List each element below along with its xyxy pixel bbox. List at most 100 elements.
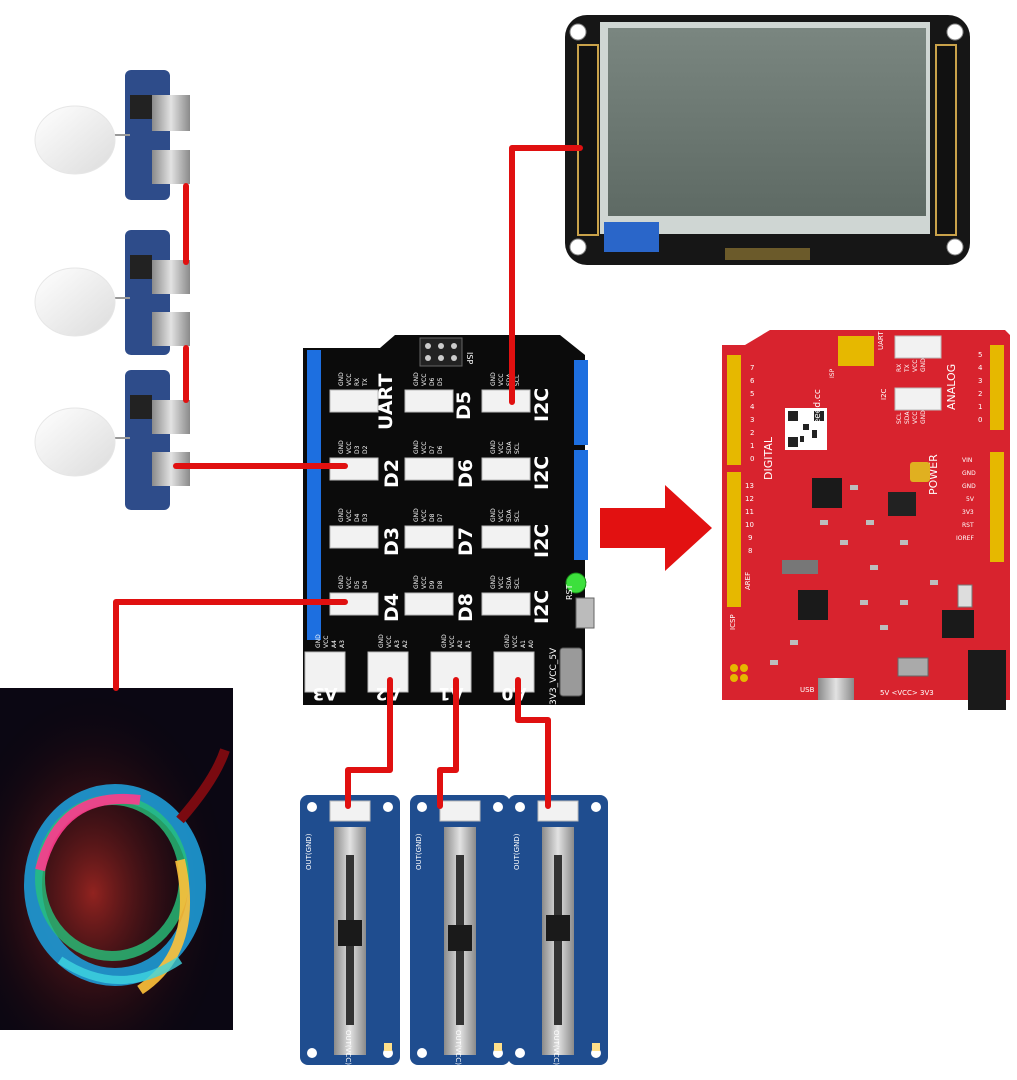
lcd-module xyxy=(565,15,970,265)
shield-header-right-top xyxy=(574,360,588,445)
pwr-label: PWR xyxy=(584,570,593,589)
grove-port-a3[interactable] xyxy=(304,651,346,693)
arduino-header-power xyxy=(990,452,1004,562)
pin-i2c4-1: VCC xyxy=(498,577,505,589)
pin-i2c3-1: VCC xyxy=(498,510,505,522)
vcc-switch-label: 5V <VCC> 3V3 xyxy=(880,689,934,697)
pin-d5-1: VCC xyxy=(421,374,428,386)
pin-a3-3: A3 xyxy=(339,640,346,648)
pin-d2-1: VCC xyxy=(346,442,353,454)
dpin-4: 4 xyxy=(750,403,755,411)
pin-i2c3-2: SDA xyxy=(506,509,513,522)
grove-port-a1[interactable] xyxy=(430,651,472,693)
arduino-uart-label: UART xyxy=(877,331,885,350)
pin-d6-2: D7 xyxy=(429,445,436,454)
pin-i2c2-1: VCC xyxy=(498,442,505,454)
base-shield: ISP UART D5 I2C D2 D6 I2C D3 D7 I2C D4 D… xyxy=(303,335,595,705)
inductor xyxy=(888,492,916,516)
vcc-select-switch[interactable] xyxy=(897,657,929,677)
port-label-i2c-4: I2C xyxy=(531,590,553,624)
crystal xyxy=(782,560,818,574)
arduino-grove-i2c[interactable] xyxy=(894,387,942,411)
ppin-5v: 5V xyxy=(966,496,975,503)
grove-port-i2c-2[interactable] xyxy=(481,457,531,481)
led-chip xyxy=(130,255,152,279)
pin-d5-2: D6 xyxy=(429,377,436,386)
arduino-i2c-pin-0: SCL xyxy=(896,412,903,424)
dc-jack[interactable] xyxy=(968,650,1006,710)
arduino-i2c-label: I2C xyxy=(880,388,888,400)
grove-port-d6[interactable] xyxy=(404,457,454,481)
slider-label-top: OUT(GND) xyxy=(305,833,313,870)
slider-led xyxy=(384,1043,392,1051)
pin-a0-0: GND xyxy=(504,634,511,648)
wire-a0-to-slider3 xyxy=(515,677,551,809)
arduino-uart-pin-2: VCC xyxy=(912,360,919,372)
analog-label: ANALOG xyxy=(945,364,958,410)
reset-button[interactable] xyxy=(957,584,973,608)
pin-d4-1: VCC xyxy=(346,577,353,589)
led-chip xyxy=(130,395,152,419)
pin-a1-1: VCC xyxy=(449,636,456,648)
grove-port-d8[interactable] xyxy=(404,592,454,616)
grove-port-uart[interactable] xyxy=(329,389,379,413)
icsp-label: ICSP xyxy=(729,614,737,630)
regulator xyxy=(942,610,974,638)
grove-port-d5[interactable] xyxy=(404,389,454,413)
pin-d4-0: GND xyxy=(338,575,345,589)
rst-label: RST xyxy=(565,584,574,600)
pin-d2-2: D3 xyxy=(354,445,361,454)
usb-port[interactable] xyxy=(818,678,854,700)
arduino-uart-pin-0: RX xyxy=(896,364,903,372)
led-connector-top xyxy=(152,400,190,434)
arduino-i2c-pin-3: GND xyxy=(920,410,927,424)
pin-a2-2: A3 xyxy=(394,640,401,648)
rst-button[interactable] xyxy=(575,597,595,629)
dpin-7: 7 xyxy=(750,364,754,372)
vcc-toggle-switch[interactable] xyxy=(559,647,583,697)
slider-connector[interactable] xyxy=(537,800,579,822)
led-connector-bottom xyxy=(152,150,190,184)
slider-knob[interactable] xyxy=(448,925,472,951)
arduino-grove-uart[interactable] xyxy=(894,335,942,359)
slider-label-bottom: OUT(VCC) xyxy=(552,1030,560,1065)
port-label-d2: D2 xyxy=(381,459,403,488)
pin-a3-2: A4 xyxy=(331,640,338,648)
grove-port-i2c-4[interactable] xyxy=(481,592,531,616)
mcu-chip xyxy=(812,478,842,508)
grove-port-d7[interactable] xyxy=(404,525,454,549)
pin-a0-2: A1 xyxy=(520,640,527,648)
port-label-uart: UART xyxy=(375,374,397,430)
grove-port-d3[interactable] xyxy=(329,525,379,549)
dpin-1: 1 xyxy=(750,442,754,450)
arduino-uart-pin-1: TX xyxy=(904,364,911,373)
grove-port-i2c-1[interactable] xyxy=(481,389,531,413)
pin-d2-0: GND xyxy=(338,440,345,454)
pin-d8-0: GND xyxy=(413,575,420,589)
seeeduino-board: RX TX VCC GND SCL SDA VCC GND UART I2C S… xyxy=(722,330,1010,710)
pin-uart-1: VCC xyxy=(346,374,353,386)
lcd-backlight-tab xyxy=(604,222,659,252)
slider-knob[interactable] xyxy=(338,920,362,946)
pin-d7-2: D8 xyxy=(429,513,436,522)
pin-a0-3: A0 xyxy=(528,640,535,648)
arduino-header-digital-2 xyxy=(727,472,741,607)
arduino-i2c-pin-2: VCC xyxy=(912,412,919,424)
slider-connector[interactable] xyxy=(439,800,481,822)
pin-d5-3: D5 xyxy=(437,377,444,386)
slider-label-top: OUT(GND) xyxy=(415,833,423,870)
arduino-i2c-pin-1: SDA xyxy=(904,411,911,424)
pin-i2c4-2: SDA xyxy=(506,576,513,589)
rgb-led-module-1 xyxy=(34,70,190,200)
dpin-2: 2 xyxy=(750,429,754,437)
wire-a2-to-slider1 xyxy=(345,677,393,809)
grove-port-i2c-3[interactable] xyxy=(481,525,531,549)
slider-knob[interactable] xyxy=(546,915,570,941)
ppin-gnd-1: GND xyxy=(962,470,976,477)
ppin-vin: VIN xyxy=(962,457,972,464)
pin-a3-1: VCC xyxy=(323,636,330,648)
pin-d6-0: GND xyxy=(413,440,420,454)
wire-a1-to-slider2 xyxy=(437,677,459,809)
grove-port-a0[interactable] xyxy=(493,651,535,693)
